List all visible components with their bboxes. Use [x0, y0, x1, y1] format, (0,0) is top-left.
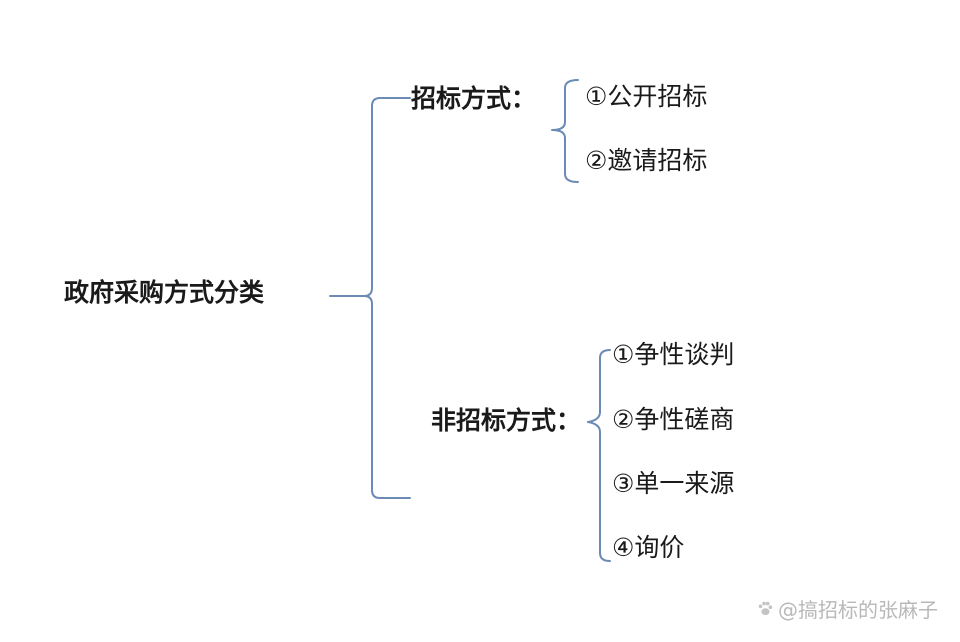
non-bidding-item-consultation: ②争性磋商	[612, 405, 735, 434]
category-non-bidding-label: 非招标方式：	[431, 406, 582, 435]
non-bidding-item-inquiry: ④询价	[612, 533, 685, 562]
paw-icon	[758, 601, 773, 615]
bidding-item-invited: ②邀请招标	[585, 146, 708, 175]
root-label: 政府采购方式分类	[64, 278, 265, 307]
non-bidding-bracket	[587, 349, 611, 562]
watermark: @搞招标的张麻子	[756, 594, 938, 623]
non-bidding-item-single-source: ③单一来源	[612, 469, 735, 498]
non-bidding-item-negotiation: ①争性谈判	[612, 340, 735, 369]
root-bracket	[329, 97, 411, 499]
bidding-item-open: ①公开招标	[585, 82, 708, 111]
watermark-text: @搞招标的张麻子	[778, 598, 938, 622]
bidding-bracket	[551, 79, 579, 183]
category-bidding-label: 招标方式：	[411, 84, 537, 113]
